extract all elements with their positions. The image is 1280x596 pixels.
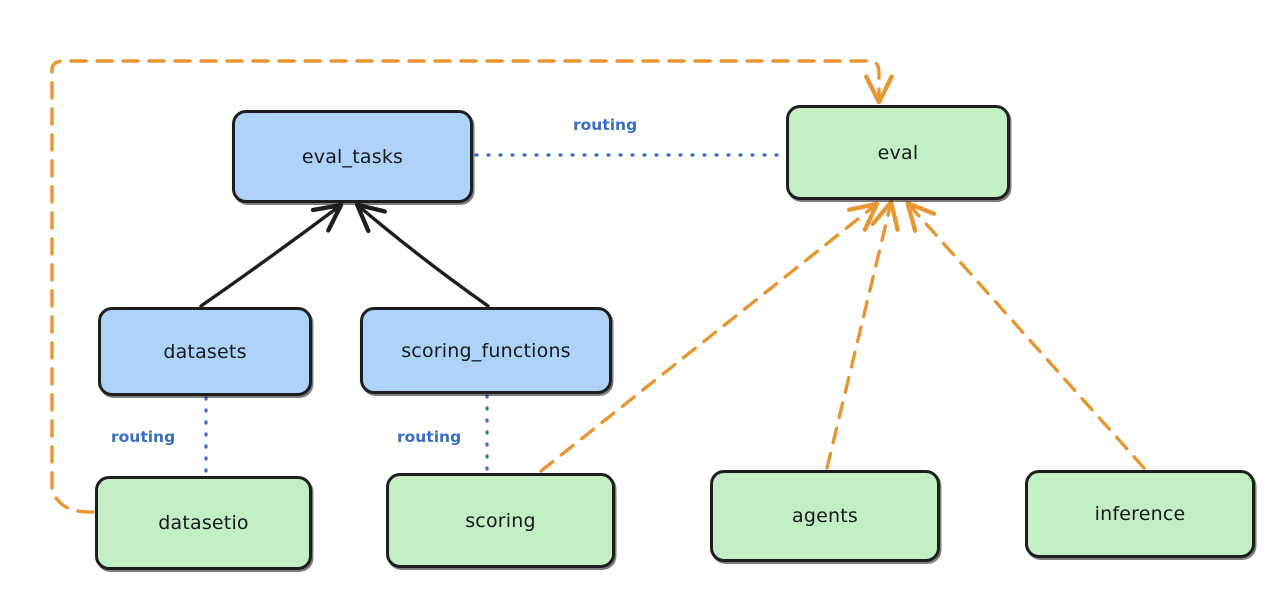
- edge-scoring-functions-to-eval-tasks: [354, 202, 490, 308]
- node-datasets[interactable]: datasets: [98, 307, 312, 396]
- node-label-datasetio: datasetio: [158, 512, 249, 534]
- node-scoring-functions[interactable]: scoring_functions: [360, 307, 612, 394]
- node-label-datasets: datasets: [163, 340, 247, 363]
- node-label-scoring-functions: scoring_functions: [401, 339, 571, 362]
- edge-label-routing-top: routing: [573, 116, 638, 134]
- node-label-scoring: scoring: [465, 509, 536, 532]
- node-label-eval: eval: [877, 141, 919, 164]
- edge-datasetio-to-eval: [50, 59, 894, 514]
- edge-datasets-to-eval-tasks: [199, 202, 344, 308]
- node-label-agents: agents: [792, 505, 858, 527]
- node-label-eval-tasks: eval_tasks: [301, 145, 404, 168]
- node-eval-tasks[interactable]: eval_tasks: [232, 110, 473, 203]
- edge-label-routing-left: routing: [111, 428, 176, 446]
- edge-label-routing-middle: routing: [397, 428, 462, 446]
- edge-agents-to-eval: [825, 199, 900, 470]
- node-datasetio[interactable]: datasetio: [95, 476, 312, 570]
- edge-inference-to-eval: [905, 201, 1146, 470]
- node-scoring[interactable]: scoring: [386, 473, 615, 568]
- edge-scoring-to-eval: [539, 201, 880, 473]
- node-eval[interactable]: eval: [786, 105, 1010, 200]
- node-inference[interactable]: inference: [1025, 470, 1255, 558]
- node-agents[interactable]: agents: [710, 470, 940, 562]
- node-label-inference: inference: [1094, 503, 1186, 525]
